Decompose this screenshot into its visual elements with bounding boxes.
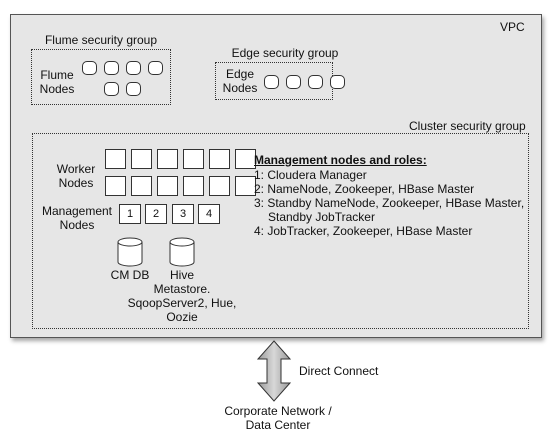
flume-nodes-label: Flume Nodes <box>36 68 78 96</box>
flume-node <box>104 61 119 75</box>
flume-nodes-label-line: Flume <box>40 68 74 82</box>
flume-node <box>82 61 97 75</box>
hive-db-label-line: SqoopServer2, Hue, <box>127 296 237 310</box>
role-line: 2: NameNode, Zookeeper, HBase Master <box>254 182 475 196</box>
roles-heading: Management nodes and roles: <box>254 153 427 167</box>
worker-node <box>235 176 256 196</box>
worker-node <box>209 149 230 169</box>
corporate-network-label-line: Corporate Network / <box>224 404 332 418</box>
management-node-2: 2 <box>145 204 167 224</box>
role-line: Standby JobTracker <box>268 210 375 224</box>
hive-db-label-line: Hive <box>169 268 194 282</box>
hive-db-label-line: Metastore. <box>153 282 211 296</box>
edge-node <box>286 75 301 89</box>
flume-node <box>104 82 119 96</box>
hive-db-label-line: Oozie <box>166 310 198 324</box>
vpc-label: VPC <box>500 20 525 34</box>
vpc-container <box>10 14 542 338</box>
edge-node <box>330 75 345 89</box>
flume-node <box>148 61 163 75</box>
cluster-group-title: Cluster security group <box>409 119 526 133</box>
flume-nodes-label-line: Nodes <box>39 82 75 96</box>
management-nodes-label-line: Management <box>41 204 113 218</box>
worker-node <box>183 149 204 169</box>
edge-node <box>264 75 279 89</box>
role-line: 4: JobTracker, Zookeeper, HBase Master <box>254 224 473 238</box>
edge-group-title: Edge security group <box>231 46 339 60</box>
edge-nodes-label-line: Nodes <box>222 81 258 95</box>
worker-nodes-label: Worker Nodes <box>48 162 104 190</box>
worker-node <box>209 176 230 196</box>
hive-db-label: Hive Metastore. SqoopServer2, Hue, Oozie <box>108 268 256 324</box>
management-node-1: 1 <box>119 204 141 224</box>
worker-node <box>105 176 126 196</box>
management-nodes-label-line: Nodes <box>59 218 95 232</box>
roles-list: 1: Cloudera Manager 2: NameNode, Zookeep… <box>254 168 524 238</box>
flume-node <box>126 82 141 96</box>
edge-nodes-label: Edge Nodes <box>218 67 262 95</box>
flume-node <box>126 61 141 75</box>
worker-nodes-label-line: Nodes <box>58 176 94 190</box>
corporate-network-label-line: Data Center <box>245 418 311 432</box>
direct-connect-label: Direct Connect <box>299 364 379 378</box>
flume-group-title: Flume security group <box>44 33 158 47</box>
edge-node <box>308 75 323 89</box>
corporate-network-label: Corporate Network / Data Center <box>204 404 352 432</box>
worker-node <box>183 176 204 196</box>
cm-db-cylinder-icon <box>117 237 143 267</box>
role-line: 1: Cloudera Manager <box>254 168 367 182</box>
worker-node <box>131 149 152 169</box>
edge-nodes-label-line: Edge <box>225 67 255 81</box>
worker-node <box>105 149 126 169</box>
worker-node <box>157 176 178 196</box>
double-arrow-icon <box>256 340 292 402</box>
worker-node <box>157 149 178 169</box>
flume-security-group <box>31 49 171 105</box>
worker-nodes-label-line: Worker <box>56 162 96 176</box>
cluster-security-group <box>32 133 529 329</box>
worker-node <box>131 176 152 196</box>
management-node-3: 3 <box>172 204 194 224</box>
management-node-4: 4 <box>198 204 220 224</box>
cm-db-label: CM DB <box>110 268 150 282</box>
hive-db-cylinder-icon <box>169 237 195 267</box>
worker-node <box>235 149 256 169</box>
role-line: 3: Standby NameNode, Zookeeper, HBase Ma… <box>254 196 525 210</box>
management-nodes-label: Management Nodes <box>40 204 114 232</box>
